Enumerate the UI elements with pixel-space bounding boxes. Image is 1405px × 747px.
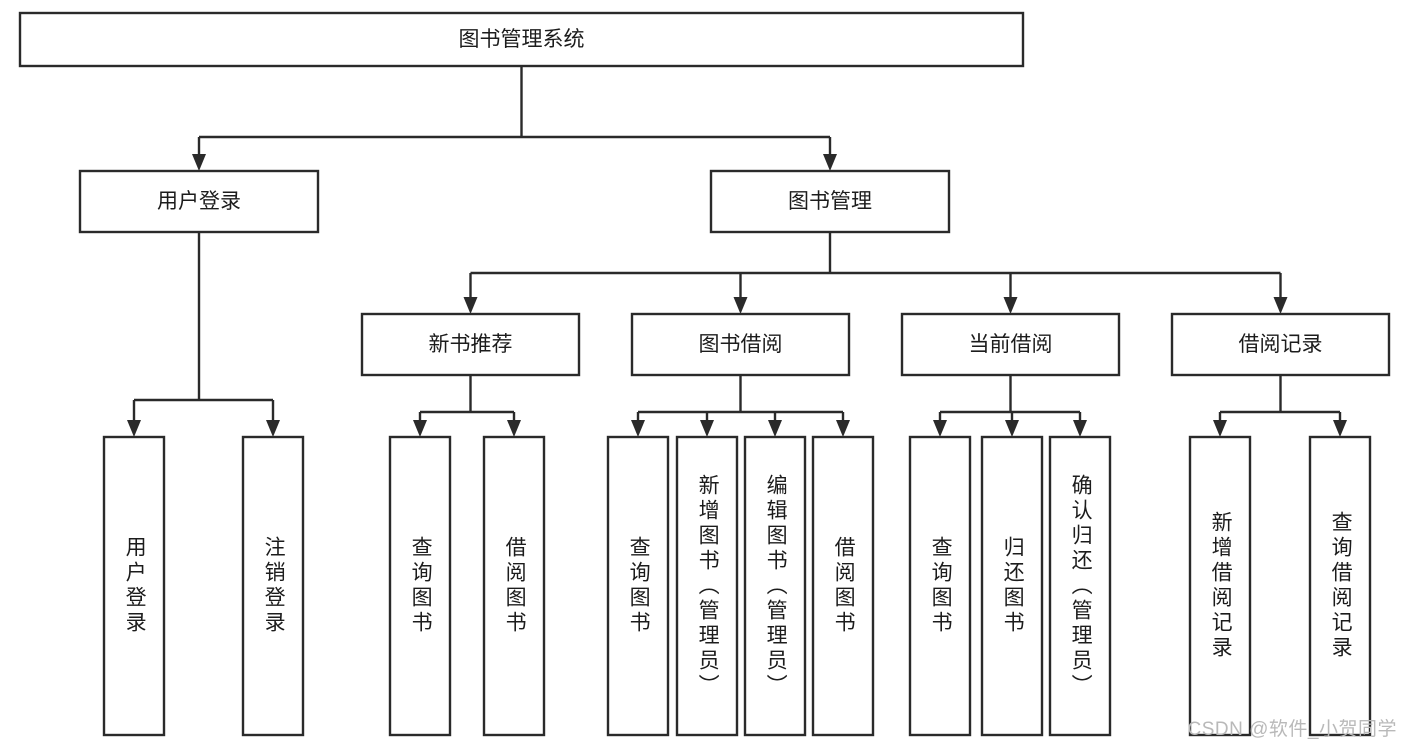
node-level3-label-0: 新书推荐 — [429, 333, 513, 356]
node-leaf-7[interactable] — [811, 435, 875, 737]
node-root[interactable] — [18, 11, 1025, 68]
node-level3-1[interactable] — [630, 312, 851, 377]
node-level3-label-1: 图书借阅 — [699, 333, 783, 356]
node-level3-0[interactable] — [360, 312, 581, 377]
node-leaf-4[interactable] — [606, 435, 670, 737]
node-leaf-2[interactable] — [388, 435, 452, 737]
node-level3-label-3: 借阅记录 — [1239, 333, 1323, 356]
node-leaf-1[interactable] — [241, 435, 305, 737]
node-leaf-5[interactable] — [675, 435, 739, 737]
node-leaf-0[interactable] — [102, 435, 166, 737]
node-root-label: 图书管理系统 — [459, 28, 585, 51]
node-leaf-8[interactable] — [908, 435, 972, 737]
node-leaf-10[interactable] — [1048, 435, 1112, 737]
node-leaf-9[interactable] — [980, 435, 1044, 737]
node-leaf-11[interactable] — [1188, 435, 1252, 737]
watermark-text: CSDN @软件_小贺同学 — [1187, 719, 1397, 740]
node-level2-1[interactable] — [709, 169, 951, 234]
node-level3-label-2: 当前借阅 — [969, 333, 1053, 356]
node-leaf-3[interactable] — [482, 435, 546, 737]
node-level2-label-0: 用户登录 — [157, 190, 241, 213]
node-leaf-12[interactable] — [1308, 435, 1372, 737]
node-level3-3[interactable] — [1170, 312, 1391, 377]
node-leaf-6[interactable] — [743, 435, 807, 737]
connector-lines — [127, 66, 1347, 437]
node-level2-label-1: 图书管理 — [788, 190, 872, 213]
node-level2-0[interactable] — [78, 169, 320, 234]
node-level3-2[interactable] — [900, 312, 1121, 377]
